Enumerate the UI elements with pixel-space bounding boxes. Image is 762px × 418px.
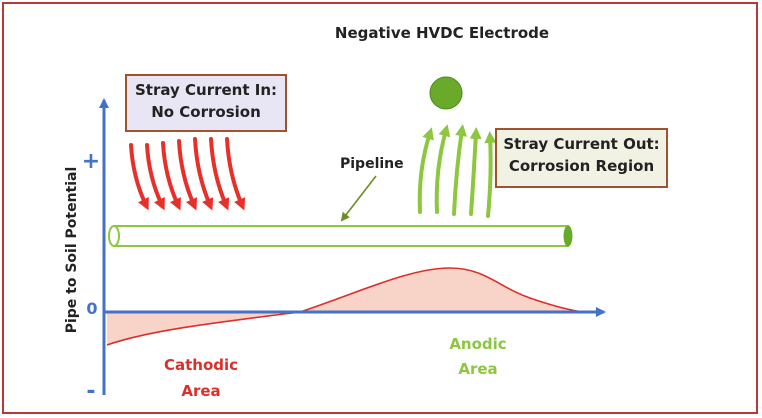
- red-arrow: [161, 141, 181, 211]
- y-tick-plus: +: [82, 149, 100, 174]
- red-arrow: [193, 137, 214, 211]
- green-arrow: [469, 127, 482, 216]
- cathodic-area-label-line1: Cathodic: [164, 356, 238, 374]
- red-arrow: [129, 143, 149, 211]
- stray-current-out-line1: Stray Current Out:: [503, 135, 660, 153]
- green-arrow: [452, 124, 468, 216]
- y-axis-label: Pipe to Soil Potential: [64, 167, 80, 334]
- stray-current-in-line2: No Corrosion: [151, 103, 261, 121]
- y-tick-zero: 0: [86, 299, 97, 318]
- stray-current-out-arrows: [417, 124, 497, 218]
- cathodic-area-label-line2: Area: [181, 382, 220, 400]
- stray-current-out-box: Stray Current Out: Corrosion Region: [495, 128, 668, 188]
- stray-current-in-arrows: [129, 137, 246, 211]
- pipeline-left-end: [108, 225, 120, 247]
- red-arrow: [209, 137, 230, 211]
- green-arrow: [434, 124, 451, 214]
- anodic-area-label-line1: Anodic: [449, 335, 506, 353]
- pipeline: [108, 225, 573, 247]
- potential-curve: [106, 267, 583, 346]
- pipeline-body: [113, 225, 569, 247]
- red-arrow: [145, 143, 165, 211]
- diagram-title: Negative HVDC Electrode: [335, 24, 549, 42]
- pipeline-label: Pipeline: [340, 156, 404, 172]
- y-tick-minus: -: [86, 379, 95, 404]
- green-arrow: [484, 131, 497, 218]
- pipeline-right-end: [563, 225, 573, 247]
- green-arrow: [417, 127, 434, 214]
- red-arrow: [225, 137, 246, 211]
- stray-current-in-line1: Stray Current In:: [134, 81, 278, 99]
- cathodic-area-fill: [107, 312, 300, 345]
- diagram-frame: [2, 2, 758, 414]
- anodic-area-label-line2: Area: [458, 360, 497, 378]
- pipeline-pointer: [340, 175, 377, 222]
- hvdc-electrode: [429, 76, 463, 110]
- red-arrow: [177, 139, 198, 211]
- anodic-area-fill: [300, 268, 582, 312]
- stray-current-in-box: Stray Current In: No Corrosion: [125, 74, 287, 132]
- stray-current-out-line2: Corrosion Region: [508, 157, 655, 175]
